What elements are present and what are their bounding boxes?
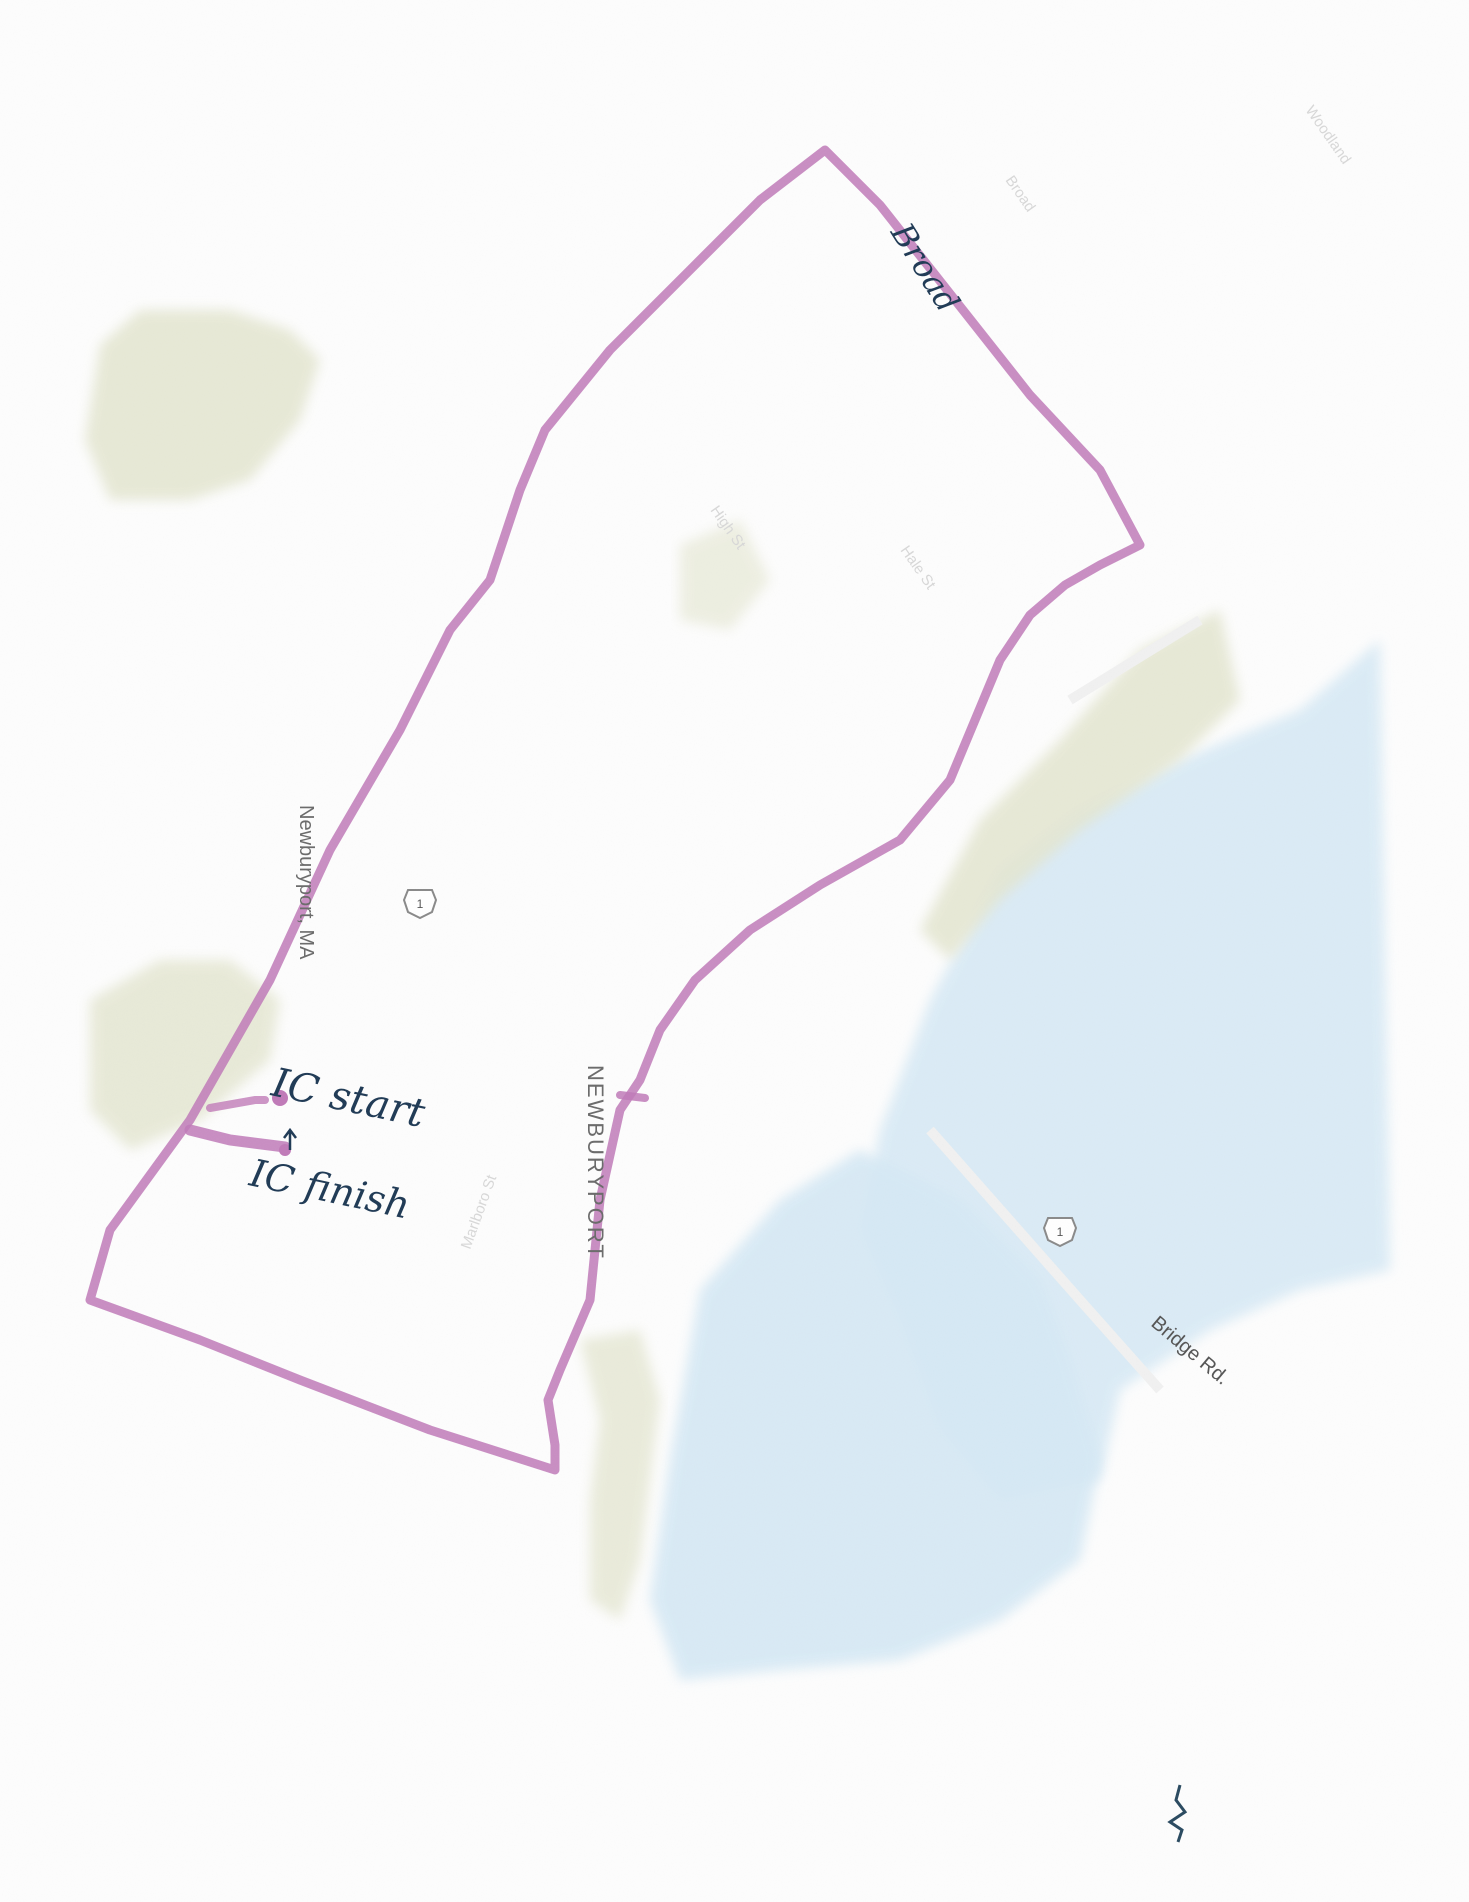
map-page: Woodland Broad High St Hale St Marlboro … [0,0,1469,1902]
map-canvas: Woodland Broad High St Hale St Marlboro … [0,0,1469,1902]
